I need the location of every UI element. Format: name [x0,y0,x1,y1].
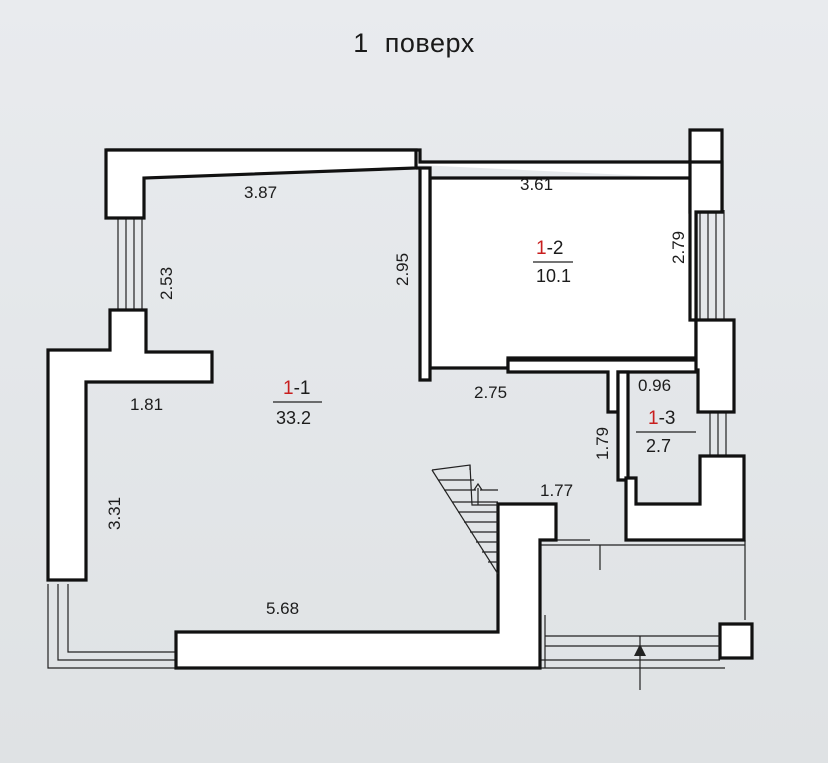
dimension-label: 1.77 [540,481,573,500]
dimension-label: 2.75 [474,383,507,402]
dimension-label: 1.79 [593,427,612,460]
room-1-area: 33.2 [276,408,311,428]
room-2-area: 10.1 [536,266,571,286]
walls [46,128,754,670]
dimension-label: 2.53 [157,267,176,300]
dimension-label: 5.68 [266,599,299,618]
dimension-label: 3.61 [520,175,553,194]
plan-title: 1 поверх [353,28,475,58]
room-3-area: 2.7 [646,436,671,456]
dimension-label: 2.95 [393,253,412,286]
window-right-small [709,412,727,460]
dimension-label: 3.31 [105,497,124,530]
outer-offset-lines [47,539,746,669]
dimension-label: 0.96 [638,376,671,395]
dimension-label: 3.87 [244,183,277,202]
window-right-top [699,210,725,320]
window-left [117,218,143,312]
room-1-number: 1-1 [283,378,310,399]
entrance-arrow-icon [545,635,720,690]
dimension-label: 2.79 [669,231,688,264]
room-3-number: 1-3 [648,408,675,429]
room-2-number: 1-2 [536,238,563,259]
dimension-label: 1.81 [130,395,163,414]
staircase [431,464,499,575]
